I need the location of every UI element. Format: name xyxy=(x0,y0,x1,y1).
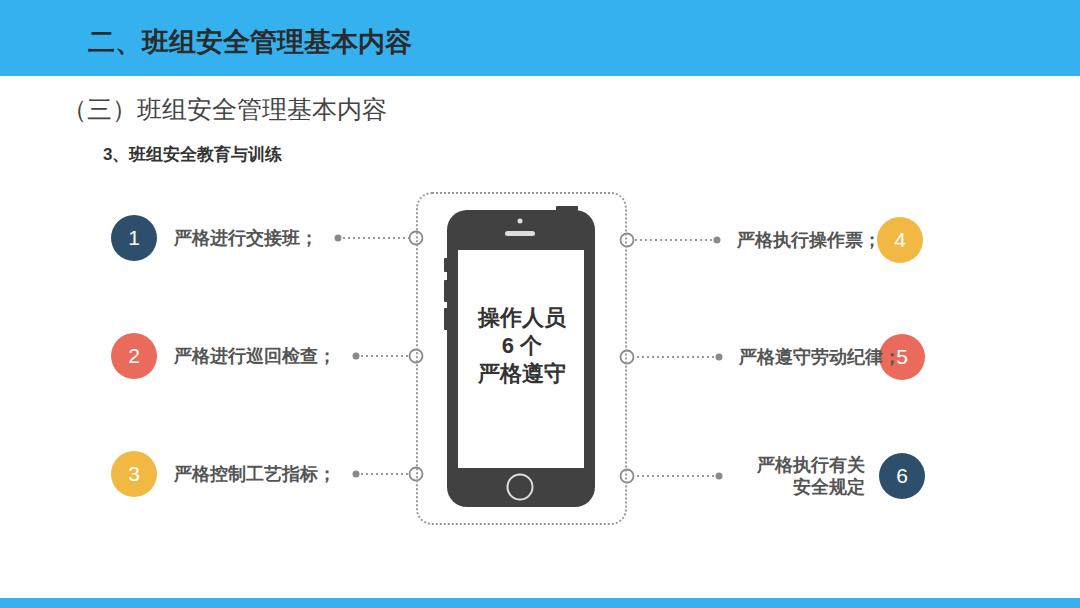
screen-text: 操作人员 6 个 严格遵守 xyxy=(471,304,572,388)
dotted-line xyxy=(356,355,416,357)
rule-text: 严格遵守劳动纪律； xyxy=(739,346,865,369)
rule-item: 1 严格进行交接班； xyxy=(111,215,318,261)
end-ring xyxy=(621,351,634,364)
rule-item: 5 严格遵守劳动纪律； xyxy=(739,334,925,380)
home-button xyxy=(508,475,533,500)
callout-number: 4 xyxy=(877,217,923,263)
end-ring xyxy=(621,234,634,247)
phone-screen xyxy=(458,250,584,468)
callout-number: 3 xyxy=(111,451,157,497)
phone-body xyxy=(447,210,595,507)
dotted-line xyxy=(338,237,416,239)
callout-number: 6 xyxy=(879,453,925,499)
leader-connector xyxy=(353,350,423,363)
footer-band xyxy=(0,598,1080,608)
dotted-line xyxy=(627,475,719,477)
leader-connector xyxy=(335,232,423,245)
end-ring xyxy=(621,470,634,483)
dotted-line xyxy=(627,239,717,241)
callout-number: 5 xyxy=(879,334,925,380)
rule-item: 6 严格执行有关 安全规定 xyxy=(739,453,925,499)
end-dot xyxy=(716,354,723,361)
end-dot xyxy=(353,471,360,478)
dotted-line xyxy=(627,356,719,358)
camera xyxy=(518,219,523,224)
leader-connector xyxy=(353,468,423,481)
rule-item: 3 严格控制工艺指标； xyxy=(111,451,336,497)
rule-item: 4 严格执行操作票； xyxy=(737,217,923,263)
leader-connector xyxy=(621,234,721,247)
phone-frame: 操作人员 6 个 严格遵守 xyxy=(416,192,627,525)
end-dot xyxy=(714,237,721,244)
end-dot xyxy=(353,353,360,360)
sub-heading: 3、班组安全教育与训练 xyxy=(103,143,282,166)
callout-number: 1 xyxy=(111,215,157,261)
speaker xyxy=(505,231,535,236)
rule-text: 严格进行巡回检查； xyxy=(174,345,336,368)
rule-text: 严格执行操作票； xyxy=(737,229,863,252)
leader-connector xyxy=(621,470,723,483)
slide-title: 二、班组安全管理基本内容 xyxy=(88,24,412,60)
dotted-line xyxy=(356,473,416,475)
rule-text: 严格执行有关 安全规定 xyxy=(739,454,865,499)
rule-text: 严格进行交接班； xyxy=(174,227,318,250)
rule-item: 2 严格进行巡回检查； xyxy=(111,333,336,379)
section-heading: （三）班组安全管理基本内容 xyxy=(62,93,387,126)
end-dot xyxy=(716,473,723,480)
rule-text: 严格控制工艺指标； xyxy=(174,463,336,486)
callout-number: 2 xyxy=(111,333,157,379)
leader-connector xyxy=(621,351,723,364)
end-dot xyxy=(335,235,342,242)
